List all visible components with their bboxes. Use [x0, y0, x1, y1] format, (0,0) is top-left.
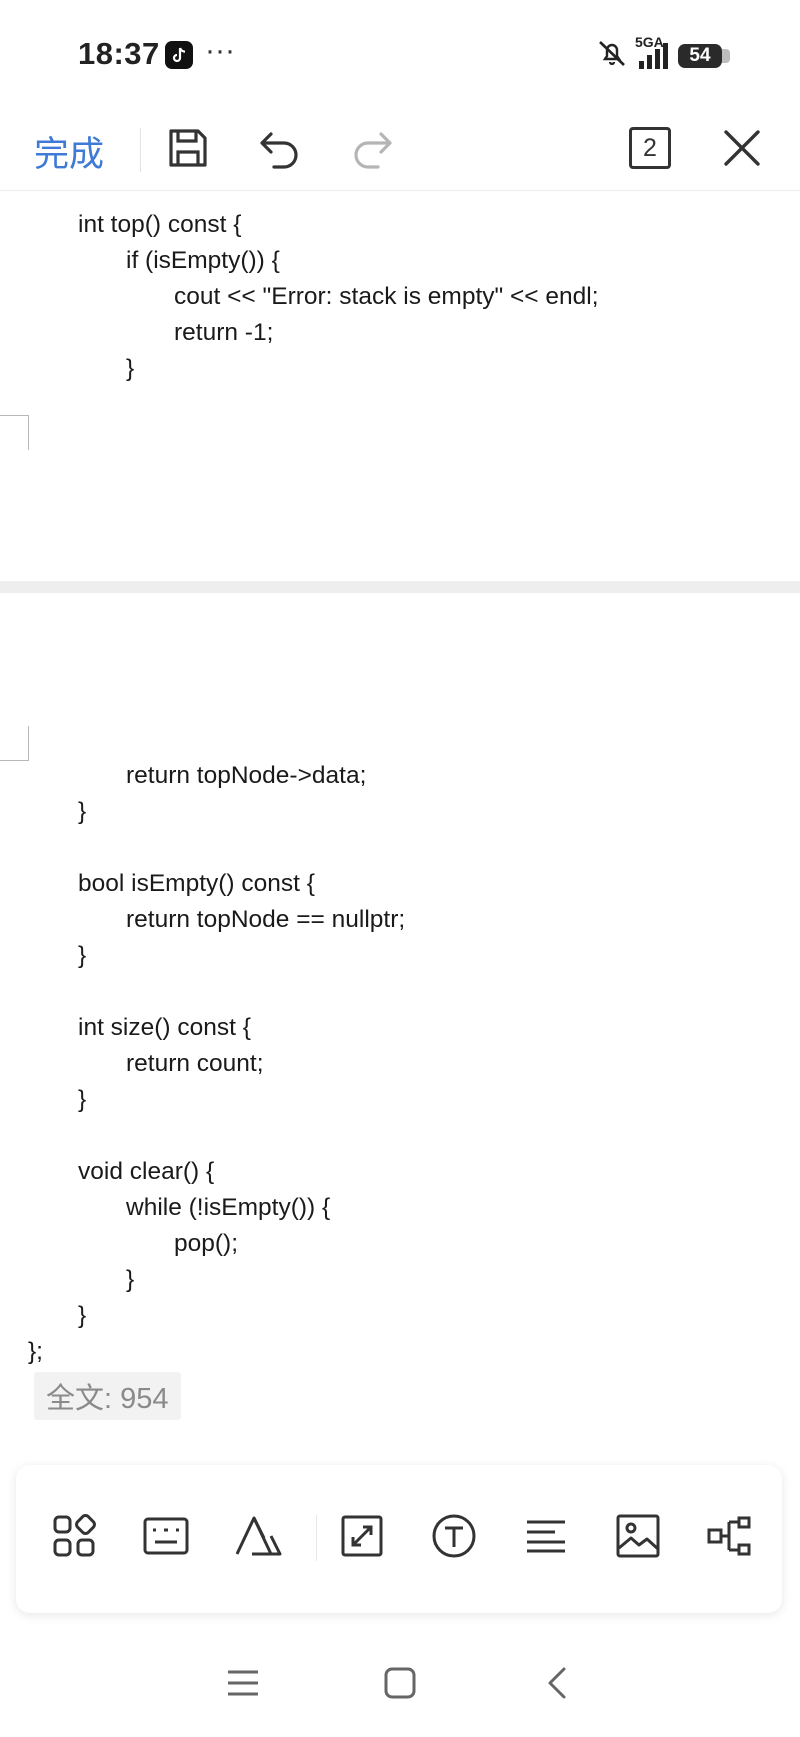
- code-line: cout << "Error: stack is empty" << endl;: [174, 283, 599, 310]
- status-bar: 18:37 ··· 5GA 54: [0, 0, 800, 110]
- word-count-badge[interactable]: 全文: 954: [34, 1372, 181, 1420]
- text-box-icon[interactable]: [430, 1512, 478, 1560]
- align-left-icon[interactable]: [522, 1512, 570, 1560]
- code-line: return count;: [126, 1050, 264, 1077]
- page-margin-mark: [0, 726, 29, 761]
- keyboard-icon[interactable]: [142, 1512, 190, 1560]
- signal-icon: 5GA: [635, 35, 668, 69]
- save-icon[interactable]: [162, 122, 214, 174]
- redo-icon[interactable]: [346, 122, 398, 174]
- system-nav-bar: [0, 1640, 800, 1737]
- document-page-2[interactable]: return topNode->data; } bool isEmpty() c…: [0, 593, 800, 1329]
- code-line: return topNode == nullptr;: [126, 906, 406, 933]
- toolbar-separator: [0, 190, 800, 191]
- done-button[interactable]: 完成: [34, 135, 105, 174]
- status-time: 18:37: [78, 36, 160, 71]
- code-line: };: [28, 1338, 43, 1365]
- code-line: while (!isEmpty()) {: [126, 1194, 331, 1221]
- undo-icon[interactable]: [254, 122, 306, 174]
- apps-grid-icon[interactable]: [50, 1512, 98, 1560]
- code-line: }: [78, 1086, 87, 1113]
- fit-screen-icon[interactable]: [338, 1512, 386, 1560]
- insert-image-icon[interactable]: [614, 1512, 662, 1560]
- home-icon[interactable]: [377, 1660, 423, 1706]
- document-page-1[interactable]: int top() const { if (isEmpty()) { cout …: [0, 191, 800, 581]
- code-line: bool isEmpty() const {: [78, 870, 315, 897]
- page-break: [0, 581, 800, 593]
- battery-level: 54: [689, 44, 711, 66]
- tool-divider: [316, 1515, 317, 1561]
- menu-icon[interactable]: [220, 1660, 266, 1706]
- back-icon[interactable]: [534, 1660, 580, 1706]
- code-line: int top() const {: [78, 211, 242, 238]
- code-line: int size() const {: [78, 1014, 251, 1041]
- code-line: }: [78, 942, 87, 969]
- font-style-icon[interactable]: [234, 1512, 282, 1560]
- bottom-tool-panel: [16, 1465, 782, 1613]
- mute-icon: [595, 38, 629, 73]
- code-line: }: [126, 1266, 135, 1293]
- code-line: }: [78, 798, 87, 825]
- code-line: return -1;: [174, 319, 274, 346]
- editor-toolbar: 完成 2: [0, 110, 800, 190]
- page-count: 2: [643, 133, 657, 162]
- toolbar-divider: [140, 128, 141, 172]
- code-line: void clear() {: [78, 1158, 215, 1185]
- code-line: pop();: [174, 1230, 239, 1257]
- mind-map-icon[interactable]: [706, 1512, 754, 1560]
- tiktok-icon: [165, 41, 193, 69]
- page-margin-mark: [0, 415, 29, 450]
- network-type: 5GA: [635, 33, 664, 50]
- code-line: }: [78, 1302, 87, 1329]
- code-line: return topNode->data;: [126, 762, 367, 789]
- code-line: if (isEmpty()) {: [126, 247, 280, 274]
- battery-icon: 54: [678, 43, 730, 68]
- pages-icon[interactable]: 2: [624, 122, 676, 174]
- status-right: 5GA 54: [595, 35, 730, 73]
- status-more: ···: [205, 34, 235, 67]
- close-icon[interactable]: [716, 122, 768, 174]
- code-line: }: [126, 355, 135, 382]
